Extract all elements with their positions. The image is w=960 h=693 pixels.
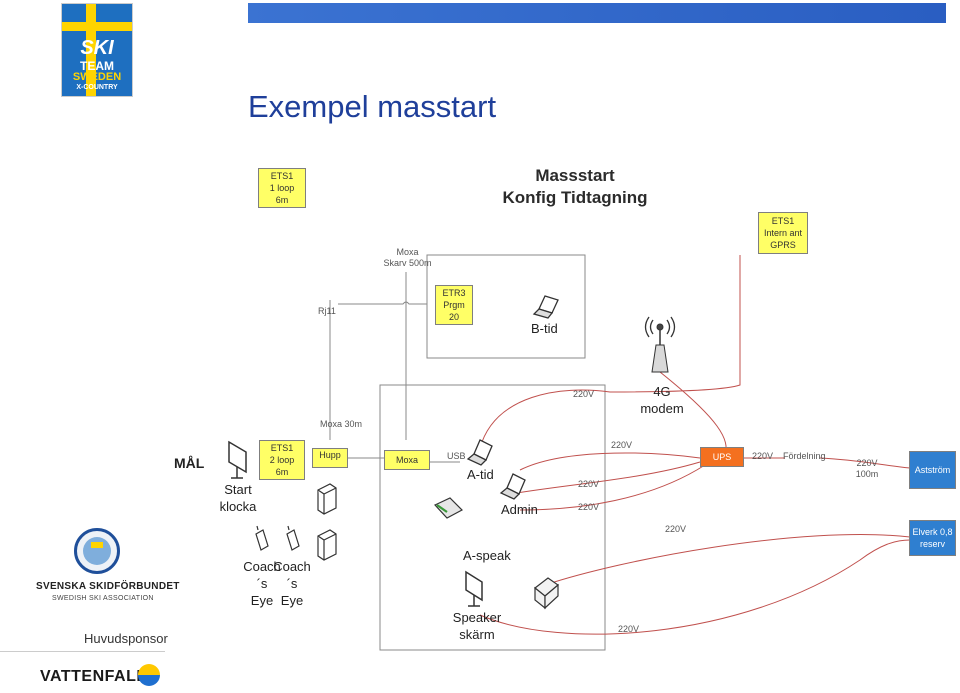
start-klocka-label: Start klocka	[219, 482, 257, 514]
etr3-box: ETR3 Prgm 20	[435, 285, 473, 325]
vattenfall-sun-icon	[138, 664, 160, 686]
ets1-mid-box: ETS1 2 loop 6m	[259, 440, 305, 480]
v220-label-e: 220V	[752, 451, 774, 461]
pc-tower-icon-1	[317, 483, 337, 515]
v220-label-a: 220V	[573, 389, 595, 399]
router-icon	[434, 497, 463, 519]
usb-label: USB	[447, 451, 466, 461]
logo-cross-horizontal	[62, 22, 132, 31]
logo-sweden-text: SWEDEN	[72, 71, 122, 83]
a-tid-label: A-tid	[467, 467, 494, 482]
v220-label-g: 220V	[618, 624, 640, 634]
skidforbundet-name: SVENSKA SKIDFÖRBUNDET	[36, 581, 180, 592]
ets1-gprs-box: ETS1 Intern ant GPRS	[758, 212, 808, 254]
cable-ups-2	[504, 461, 701, 496]
moxa-30-label: Moxa 30m	[320, 419, 363, 429]
diagram-title: Massstart Konfig Tidtagning	[502, 166, 648, 207]
skidforbundet-emblem	[74, 528, 120, 574]
a-tid-laptop-icon	[466, 439, 493, 466]
logo-team-text: TEAM	[80, 59, 114, 73]
modem-label: 4G modem	[640, 384, 684, 416]
mal-label: MÅL	[174, 455, 205, 471]
a-speak-label: A-speak	[463, 548, 511, 563]
admin-label: Admin	[501, 502, 538, 517]
v220-label-c: 220V	[578, 479, 600, 489]
cable-speak	[544, 534, 911, 586]
logo-ski-text: SKI	[80, 37, 114, 59]
modem-antenna-icon	[644, 316, 676, 373]
logo-cross-vertical	[86, 4, 96, 96]
moxa-box: Moxa	[384, 450, 430, 470]
v220-label-b: 220V	[611, 440, 633, 450]
start-clock-display-icon	[228, 440, 247, 479]
b-tid-laptop-icon	[532, 295, 559, 319]
speaker-skarm-label: Speaker skärm	[452, 610, 502, 642]
coach-eye-label-1: Coach´s Eye	[243, 559, 281, 608]
emblem-inner	[83, 537, 111, 565]
coach-eye-phone-icon-1	[255, 525, 269, 551]
faststrom-box: Astström	[909, 451, 956, 489]
v220-100m-label: 220V 100m	[855, 458, 879, 479]
header-bar	[248, 3, 946, 23]
hupp-box: Hupp	[312, 448, 348, 468]
coach-eye-label-2: Coach´s Eye	[273, 559, 311, 608]
cable-ups-1	[519, 452, 701, 471]
ets1-top-box: ETS1 1 loop 6m	[258, 168, 306, 208]
etr3-frame	[426, 254, 586, 359]
v220-label-f: 220V	[665, 524, 687, 534]
cable-atid	[479, 255, 741, 449]
sponsor-divider	[0, 651, 165, 652]
admin-laptop-icon	[499, 473, 526, 500]
ups-box: UPS	[700, 447, 744, 467]
ski-team-sweden-logo: SKI TEAM SWEDEN X-COUNTRY	[61, 3, 133, 97]
moxa-skarv-label: Moxa Skarv 500m	[383, 247, 432, 268]
coach-eye-phone-icon-2	[286, 525, 300, 551]
rj11-hline	[338, 301, 427, 305]
sponsor-caption: Huvudsponsor	[84, 631, 168, 646]
printer-icon	[534, 577, 559, 610]
logo-xcountry-text: X-COUNTRY	[76, 84, 118, 91]
moxa-30-frame	[379, 384, 606, 651]
fordelning-label: Fördelning	[783, 451, 826, 461]
cable-fordelning-fast	[819, 457, 911, 469]
slide-title: Exempel masstart	[248, 89, 497, 124]
rj11-label: Rj11	[318, 306, 336, 316]
vattenfall-wordmark: VATTENFALL	[40, 668, 147, 685]
speaker-screen-display-icon	[465, 570, 483, 607]
elverk-box: Elverk 0,8 reserv	[909, 520, 956, 556]
skidforbundet-sub: SWEDISH SKI ASSOCIATION	[52, 595, 154, 602]
v220-label-d: 220V	[578, 502, 600, 512]
cable-ups-3	[519, 464, 706, 511]
pc-tower-icon-2	[317, 529, 337, 561]
cable-speaker	[479, 539, 911, 635]
b-tid-label: B-tid	[531, 321, 558, 336]
emblem-crown	[91, 542, 103, 548]
